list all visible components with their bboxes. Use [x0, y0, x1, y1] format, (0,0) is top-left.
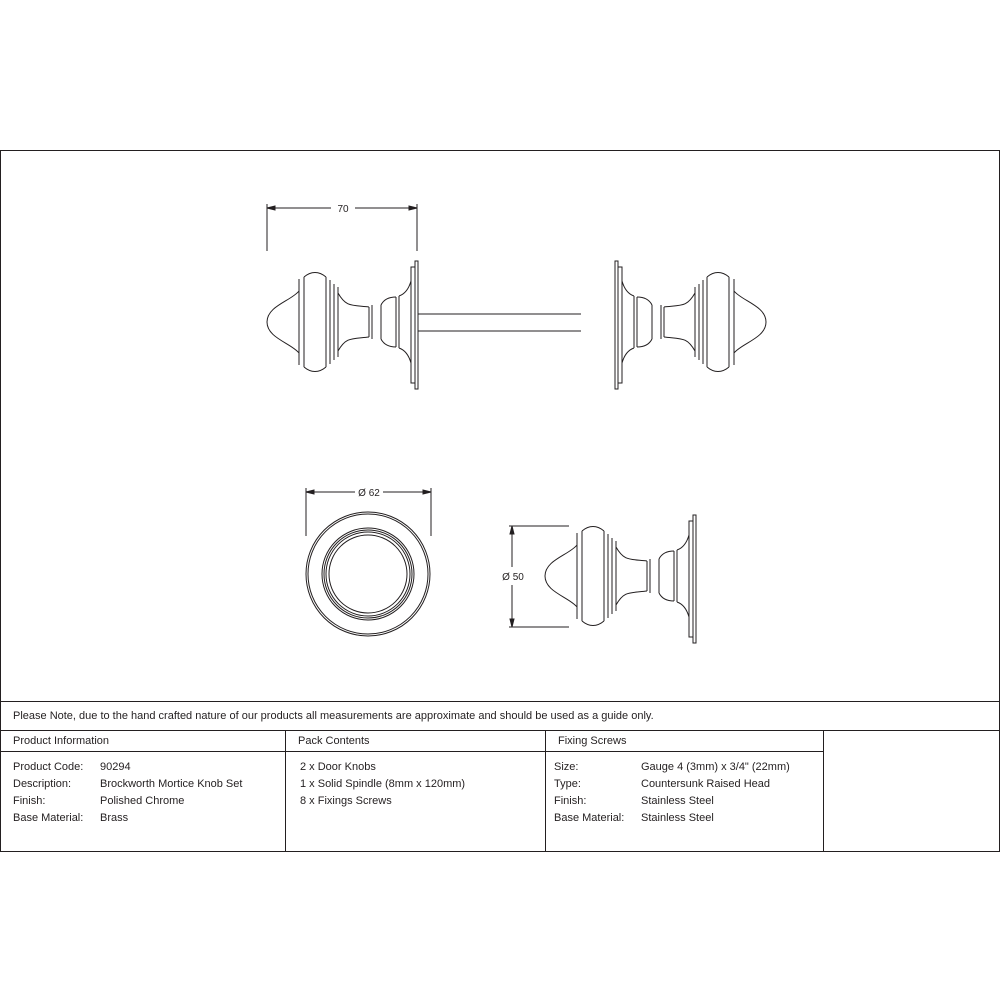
knob-drawing: 70: [266, 204, 767, 644]
pack-contents-header: Pack Contents: [286, 731, 545, 752]
technical-drawing-sheet: 70: [0, 150, 1000, 852]
fixing-screws-column: Fixing Screws Size: Gauge 4 (3mm) x 3/4"…: [546, 731, 824, 851]
spindle: [418, 313, 581, 332]
blank-column: [824, 731, 999, 851]
spec-row-base-material: Base Material: Brass: [13, 812, 129, 824]
right-knob: [614, 260, 767, 390]
svg-text:Ø 50: Ø 50: [502, 572, 524, 583]
pack-item: 8 x Fixings Screws: [300, 795, 392, 807]
svg-text:Ø 62: Ø 62: [358, 488, 380, 499]
screw-row-finish: Finish: Stainless Steel: [554, 795, 714, 807]
product-information-header: Product Information: [1, 731, 285, 752]
screw-row-base-material: Base Material: Stainless Steel: [554, 812, 714, 824]
spec-row-description: Description: Brockworth Mortice Knob Set: [13, 778, 243, 790]
drawing-area: 70: [1, 151, 999, 701]
product-information-column: Product Information Product Code: 90294 …: [1, 731, 286, 851]
fixing-screws-header: Fixing Screws: [546, 731, 823, 752]
screw-row-type: Type: Countersunk Raised Head: [554, 778, 771, 790]
dimension-50: Ø 50: [502, 525, 569, 628]
dimension-62: Ø 62: [305, 488, 432, 536]
screw-row-size: Size: Gauge 4 (3mm) x 3/4" (22mm): [554, 761, 790, 773]
spec-row-finish: Finish: Polished Chrome: [13, 795, 185, 807]
rose-end-view: [305, 511, 431, 637]
dimension-70: 70: [266, 204, 418, 251]
specification-table: Product Information Product Code: 90294 …: [1, 731, 999, 851]
spec-row-product-code: Product Code: 90294: [13, 761, 131, 773]
pack-item: 1 x Solid Spindle (8mm x 120mm): [300, 778, 466, 790]
measurement-note: Please Note, due to the hand crafted nat…: [1, 701, 999, 731]
pack-item: 2 x Door Knobs: [300, 761, 376, 773]
svg-text:70: 70: [337, 204, 349, 215]
left-knob: [266, 260, 419, 390]
side-view-knob: [544, 514, 697, 644]
pack-contents-column: Pack Contents 2 x Door Knobs 1 x Solid S…: [286, 731, 546, 851]
